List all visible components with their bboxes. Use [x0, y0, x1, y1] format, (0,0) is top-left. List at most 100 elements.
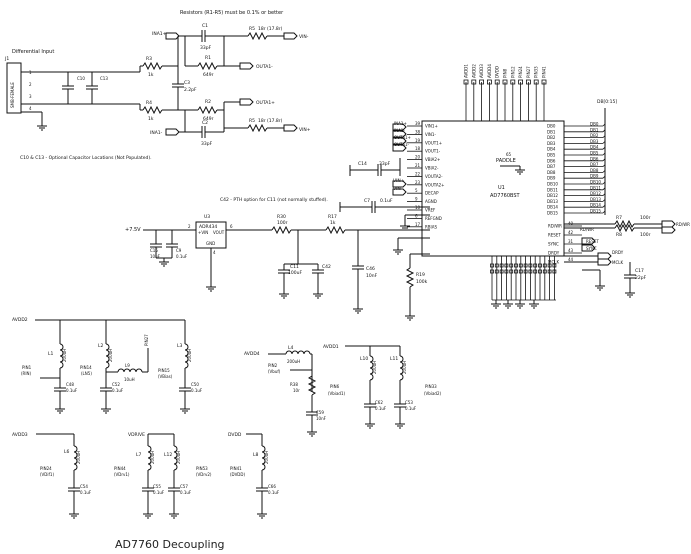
top-pin-avdd1: AVDD1: [464, 64, 469, 78]
r5b-value: 18r (17.8r): [258, 118, 283, 124]
l6-value: 200uH: [76, 451, 81, 464]
r4-label: R4: [146, 100, 152, 106]
u3-p2: 2: [188, 224, 191, 229]
top-pin-avdd2: AVDD2: [471, 64, 476, 78]
u3-part: ADR434: [199, 224, 217, 230]
r19-label: R19: [416, 272, 425, 278]
r7-value: 100r: [640, 215, 651, 221]
c17-label: C17: [635, 268, 644, 274]
bus-net-db12: DB12: [590, 191, 601, 196]
left-pin-vouta2-: VOUTA2-: [425, 174, 443, 179]
l11-value: 200uH: [402, 361, 407, 374]
c42-note: C42 - PTH option for C11 (not normally s…: [220, 197, 328, 203]
sync-flag: SYNC: [586, 246, 597, 251]
c57-value: 0.1uF: [180, 490, 192, 495]
right-pin-db0: DB0: [547, 124, 556, 129]
r1-label: R1: [205, 55, 211, 61]
ctrl-pin-reset: RESET: [548, 233, 561, 238]
avdd1-label: AVDD1: [323, 344, 339, 350]
mclk-flag: MCLK: [612, 260, 623, 265]
right-pin-db2: DB2: [547, 135, 556, 140]
r17-value: 1k: [330, 220, 336, 226]
pin2-net: (Vbuf): [268, 369, 281, 374]
r8-value: 100r: [640, 232, 651, 238]
pin14-net: (LN5): [81, 371, 92, 376]
pin6-label: PIN6: [330, 384, 340, 389]
c15-label: C15: [150, 248, 158, 253]
r2-label: R2: [205, 99, 211, 105]
left-pin-vin1-: VIN1-: [425, 132, 436, 137]
bus-net-db1: DB1: [590, 127, 599, 132]
r19-value: 100k: [416, 279, 428, 285]
r17-label: R17: [328, 214, 337, 220]
r5b-label: R5: [249, 118, 255, 124]
c62-label: C62: [375, 400, 383, 405]
rdwr-pin-name: RD/WR: [580, 227, 594, 232]
c10-label: C10: [77, 76, 85, 81]
c55-value: 0.1uF: [153, 490, 165, 495]
c2-label: C2: [202, 120, 208, 126]
right-pin-db13: DB13: [547, 199, 558, 204]
c17-value: 22pF: [635, 275, 647, 281]
c52-label-a: C52: [112, 382, 120, 387]
r30-value: 100r: [277, 220, 288, 226]
l10-label: L10: [360, 356, 368, 362]
rdwr-net: RD/WR: [676, 222, 690, 227]
r4-value: 1k: [148, 116, 154, 122]
right-pin-db14: DB14: [547, 205, 558, 210]
c14-value: 33pF: [379, 161, 391, 167]
c62-value: 0.1uF: [375, 406, 387, 411]
c1-label: C1: [202, 23, 208, 29]
top-pin-pin33: PIN33: [534, 66, 539, 78]
bus-net-db7: DB7: [590, 162, 599, 167]
c3-value: 2.2pF: [184, 87, 197, 93]
c53-value: 0.1uF: [405, 406, 417, 411]
pin41-label: PIN41: [230, 466, 242, 471]
l8-label: L8: [253, 452, 259, 458]
avdd3-label: AVDD3: [12, 432, 28, 438]
pin15-label: PIN15: [158, 368, 170, 373]
u3-gnd: GND: [206, 241, 215, 246]
left-pin-agnd: AGND: [425, 199, 437, 204]
r30-label: R30: [277, 214, 286, 220]
r3-label: R3: [146, 56, 152, 62]
c59-label: C59: [316, 410, 324, 415]
left-pin-num: 21: [415, 163, 421, 168]
bus-net-db10: DB10: [590, 180, 601, 185]
top-pin-pin12: PIN12: [510, 66, 515, 78]
left-pin-vouta2+: VOUTA2+: [425, 182, 445, 187]
l12-value: 200uH: [176, 451, 181, 464]
ic-bottom-pins: [490, 256, 557, 309]
left-pin-num: 39: [415, 121, 421, 126]
right-pin-db10: DB10: [547, 182, 558, 187]
left-pin-num: 9: [415, 197, 418, 202]
reset-flag: RESET: [586, 239, 599, 244]
pin1-net: (RIN): [21, 371, 32, 376]
pin24-net: (VDif1): [40, 472, 54, 477]
right-pin-db8: DB8: [547, 170, 556, 175]
ic-outa1n: OUTA1-: [394, 142, 409, 147]
right-pin-db7: DB7: [547, 164, 556, 169]
c57-label: C57: [180, 484, 188, 489]
outa1n-flag: OUTA1-: [256, 64, 273, 70]
right-pin-db6: DB6: [547, 158, 556, 163]
dvdd-label: DVDD: [228, 432, 242, 438]
r8-label: R8: [616, 232, 622, 238]
r5a-value: 18r (17.8r): [258, 26, 283, 32]
avdd2-label: AVDD2: [12, 317, 28, 323]
u1-part: AD7760BST: [490, 193, 521, 199]
ctrl-pin-drdy: DRDY: [548, 251, 560, 256]
bus-net-db15: DB15: [590, 209, 601, 214]
c13-label: C13: [100, 76, 108, 81]
right-pin-db12: DB12: [547, 193, 558, 198]
c11-label: C11: [290, 264, 299, 270]
bus-net-db3: DB3: [590, 139, 599, 144]
top-pin-pin8: PIN8: [503, 68, 508, 78]
c66-label: C66: [268, 484, 276, 489]
ina1p-flag: INA1+: [152, 31, 167, 37]
